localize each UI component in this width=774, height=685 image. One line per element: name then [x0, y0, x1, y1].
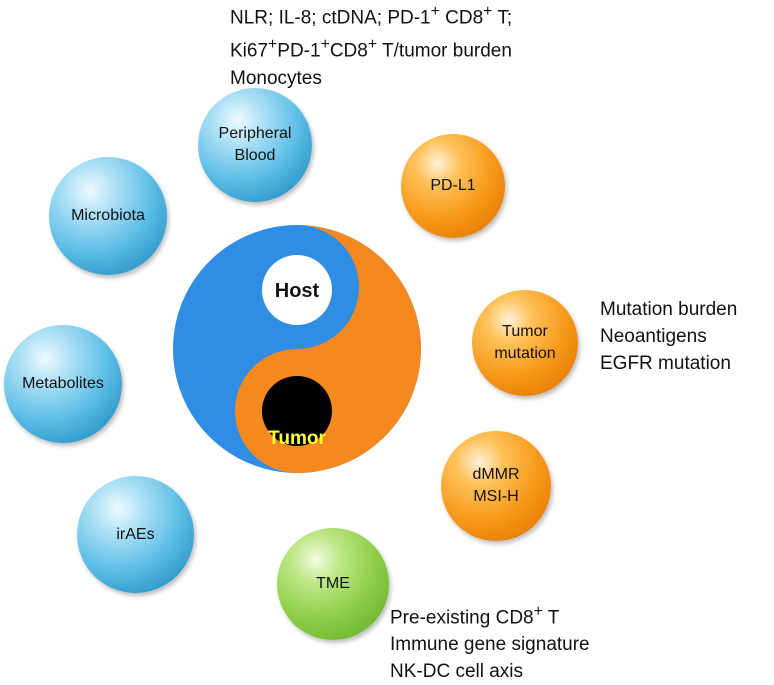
- dmmr-label: dMMR: [472, 466, 520, 484]
- microbiota-bubble: Microbiota: [49, 157, 167, 275]
- tumor-label: Tumor: [268, 428, 326, 449]
- host-label: Host: [275, 280, 320, 302]
- pd-l1-bubble: PD-L1: [401, 134, 505, 238]
- iraes-label: irAEs: [116, 525, 155, 543]
- tme-biomarker-2: Immune gene signature: [390, 634, 590, 656]
- msi-h-label: MSI-H: [473, 488, 519, 505]
- tme-label: TME: [316, 575, 350, 593]
- tme-biomarkers: Pre-existing CD8+ T Immune gene signatur…: [390, 598, 590, 685]
- peripheral-blood-label-line1: Peripheral: [218, 125, 292, 143]
- peripheral-blood-biomarkers: NLR; IL-8; ctDNA; PD-1+ CD8+ T; Ki67+PD-…: [230, 0, 512, 92]
- host-tumor-yin-yang: Host Tumor: [173, 225, 421, 473]
- tumor-mutation-label-line1: Tumor: [502, 323, 548, 341]
- peripheral-blood-biomarkers-line3: Monocytes: [230, 67, 322, 89]
- peripheral-blood-biomarkers-line1: NLR; IL-8; ctDNA; PD-1+ CD8+ T;: [230, 3, 513, 29]
- iraes-bubble: irAEs: [77, 476, 194, 593]
- microbiota-label: Microbiota: [71, 207, 145, 225]
- tme-bubble: TME: [277, 528, 389, 640]
- tumor-mutation-biomarkers: Mutation burden Neoantigens EGFR mutatio…: [600, 296, 737, 377]
- pd-l1-label: PD-L1: [430, 177, 476, 195]
- tme-biomarker-1: Pre-existing CD8+ T: [390, 603, 560, 629]
- tumor-dot: [262, 376, 332, 446]
- metabolites-label: Metabolites: [22, 375, 104, 393]
- host-dot: [262, 255, 332, 325]
- tumor-mutation-label-line2: mutation: [494, 345, 556, 362]
- tumor-mutation-biomarker-1: Mutation burden: [600, 299, 738, 320]
- tumor-mutation-biomarker-2: Neoantigens: [600, 326, 707, 347]
- peripheral-blood-label-line2: Blood: [234, 147, 276, 164]
- metabolites-bubble: Metabolites: [4, 325, 122, 443]
- dmmr-msi-h-bubble: dMMR MSI-H: [441, 431, 551, 541]
- tme-biomarker-3: NK-DC cell axis: [390, 661, 524, 683]
- peripheral-blood-biomarkers-line2: Ki67+PD-1+CD8+ T/tumor burden: [230, 36, 512, 62]
- tumor-mutation-bubble: Tumor mutation: [472, 290, 578, 396]
- tumor-mutation-biomarker-3: EGFR mutation: [600, 353, 731, 374]
